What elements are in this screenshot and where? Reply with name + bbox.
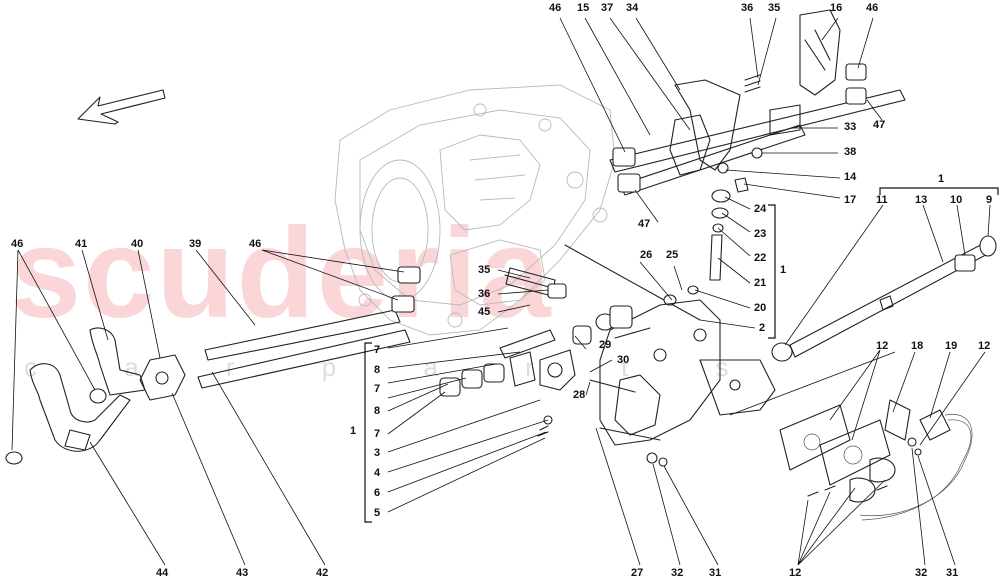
callout-35: 35 bbox=[478, 264, 491, 276]
callout-11: 11 bbox=[876, 194, 888, 206]
callout-31: 31 bbox=[946, 567, 959, 579]
callout-36: 36 bbox=[741, 2, 754, 14]
callout-23: 23 bbox=[754, 228, 767, 240]
callout-42: 42 bbox=[316, 567, 329, 579]
callout-31: 31 bbox=[709, 567, 722, 579]
callout-21: 21 bbox=[754, 277, 767, 289]
callout-8: 8 bbox=[374, 364, 381, 376]
callout-35: 35 bbox=[768, 2, 781, 14]
callout-1: 1 bbox=[350, 425, 357, 437]
callout-12: 12 bbox=[978, 340, 991, 352]
callout-7: 7 bbox=[374, 428, 381, 440]
callout-20: 20 bbox=[754, 302, 767, 314]
callout-16: 16 bbox=[830, 2, 843, 14]
group-brackets bbox=[364, 187, 999, 523]
callout-26: 26 bbox=[640, 249, 653, 261]
callout-4: 4 bbox=[374, 467, 381, 479]
top-shift-rails bbox=[609, 9, 906, 196]
callout-1: 1 bbox=[780, 264, 787, 276]
callout-14: 14 bbox=[844, 171, 857, 183]
actuator-body bbox=[439, 299, 776, 467]
callout-24: 24 bbox=[754, 203, 767, 215]
callout-18: 18 bbox=[911, 340, 924, 352]
callout-22: 22 bbox=[754, 252, 767, 264]
callout-46: 46 bbox=[11, 238, 24, 250]
callout-39: 39 bbox=[189, 238, 202, 250]
callout-47: 47 bbox=[638, 218, 651, 230]
callout-19: 19 bbox=[945, 340, 958, 352]
callout-5: 5 bbox=[374, 507, 381, 519]
leader-lines bbox=[11, 17, 991, 566]
gearbox-housing-ghost bbox=[334, 84, 616, 336]
callout-12: 12 bbox=[789, 567, 802, 579]
callout-44: 44 bbox=[156, 567, 169, 579]
long-shafts bbox=[197, 244, 701, 389]
callout-25: 25 bbox=[666, 249, 679, 261]
callout-46: 46 bbox=[249, 238, 262, 250]
callout-27: 27 bbox=[631, 567, 644, 579]
gaskets-sensors bbox=[779, 399, 973, 521]
callout-43: 43 bbox=[236, 567, 249, 579]
left-forks bbox=[5, 327, 186, 465]
callout-3: 3 bbox=[374, 447, 381, 459]
callout-7: 7 bbox=[374, 383, 381, 395]
callout-9: 9 bbox=[986, 194, 993, 206]
direction-arrow-icon bbox=[77, 89, 166, 125]
callout-15: 15 bbox=[577, 2, 590, 14]
callout-36: 36 bbox=[478, 288, 491, 300]
callout-46: 46 bbox=[549, 2, 562, 14]
callout-45: 45 bbox=[478, 306, 491, 318]
callout-17: 17 bbox=[844, 194, 857, 206]
callout-2: 2 bbox=[759, 322, 766, 334]
callout-32: 32 bbox=[671, 567, 684, 579]
callout-32: 32 bbox=[915, 567, 928, 579]
right-shaft bbox=[771, 235, 997, 362]
seal-column bbox=[663, 189, 731, 306]
callout-47: 47 bbox=[873, 119, 886, 131]
callout-10: 10 bbox=[950, 194, 963, 206]
callout-8: 8 bbox=[374, 405, 381, 417]
callout-34: 34 bbox=[626, 2, 639, 14]
callout-7: 7 bbox=[374, 344, 381, 356]
callout-41: 41 bbox=[75, 238, 88, 250]
callout-37: 37 bbox=[601, 2, 614, 14]
callout-33: 33 bbox=[844, 121, 857, 133]
callout-30: 30 bbox=[617, 354, 630, 366]
callout-29: 29 bbox=[599, 339, 612, 351]
callout-6: 6 bbox=[374, 487, 381, 499]
callout-38: 38 bbox=[844, 146, 857, 158]
callout-40: 40 bbox=[131, 238, 144, 250]
callout-46: 46 bbox=[866, 2, 879, 14]
callout-13: 13 bbox=[915, 194, 928, 206]
callout-1: 1 bbox=[938, 173, 945, 185]
callout-28: 28 bbox=[573, 389, 586, 401]
callout-12: 12 bbox=[876, 340, 889, 352]
